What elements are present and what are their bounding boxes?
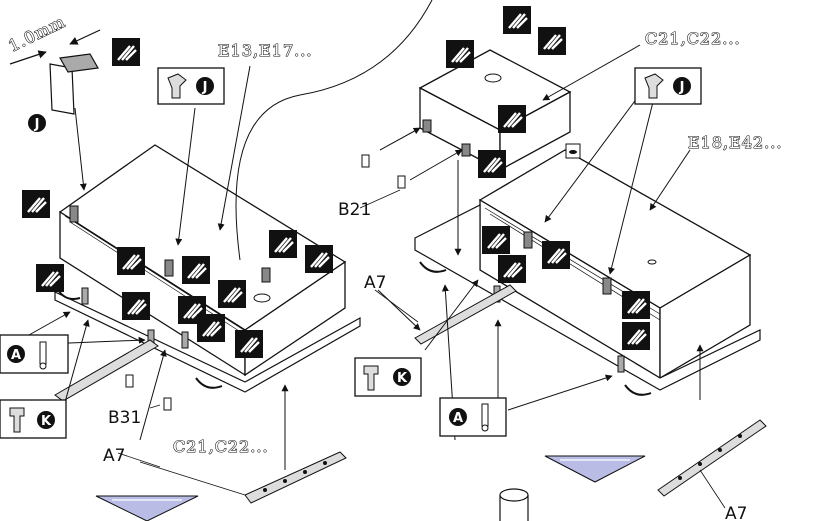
j-badge-icon	[28, 114, 46, 132]
bolt-icon	[9, 407, 25, 433]
svg-text:J: J	[34, 117, 40, 132]
a-badge-icon	[7, 345, 25, 363]
part-label-a7-mid: A7	[364, 273, 386, 293]
right-assembly	[414, 49, 767, 521]
part-code-left-bottom: C21,C22...	[173, 437, 269, 456]
dimension-detail: 1.0mm	[5, 11, 101, 115]
part-label-a7-right: A7	[725, 504, 747, 521]
k-badge-icon	[393, 368, 411, 386]
svg-text:J: J	[679, 80, 685, 95]
callout-box-a-right: A	[439, 397, 507, 437]
clip-icon	[125, 154, 406, 411]
callout-box-a-left: A	[0, 334, 69, 374]
svg-text:A: A	[453, 411, 463, 426]
svg-text:K: K	[397, 371, 408, 386]
svg-text:K: K	[41, 414, 52, 429]
dimension-label: 1.0mm	[5, 12, 68, 56]
a-badge-icon	[449, 408, 467, 426]
j-badge-icon	[196, 77, 214, 95]
part-code-right-top: C21,C22...	[645, 29, 741, 48]
bolt-icon	[363, 365, 379, 391]
screw-icon	[481, 403, 489, 427]
part-label-a7-left: A7	[103, 446, 125, 466]
svg-text:J: J	[202, 80, 208, 95]
callout-box-j-left: J	[157, 67, 225, 105]
callout-box-k-left: K	[0, 399, 67, 439]
arrow-down-icon	[95, 495, 199, 521]
k-badge-icon	[37, 411, 55, 429]
j-badge-icon	[673, 77, 691, 95]
arrow-down-icon	[544, 455, 646, 483]
j-standalone-badge: J	[28, 114, 46, 132]
part-code-right-mid: E18,E42...	[688, 133, 782, 152]
left-assembly	[54, 144, 361, 504]
callout-box-k-right: K	[354, 357, 422, 397]
part-code-left-top: E13,E17...	[218, 41, 312, 60]
callout-box-j-right: J	[634, 67, 702, 105]
part-label-b21: B21	[338, 200, 371, 220]
svg-text:A: A	[11, 348, 21, 363]
screw-icon	[39, 341, 47, 365]
part-label-b31: B31	[108, 408, 141, 428]
